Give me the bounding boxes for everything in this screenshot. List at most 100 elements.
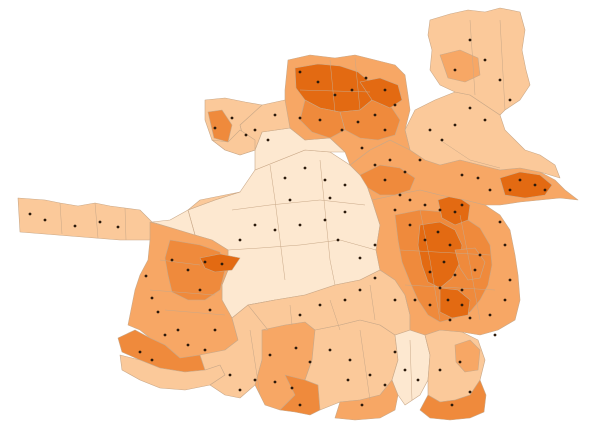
tract-centroid-dot [273,228,277,232]
tract-boundary [359,329,371,401]
tract-centroid-dot [398,193,402,197]
tract-boundary [124,207,127,241]
tract-centroid-dot [418,158,422,162]
tract-centroid-dot [416,378,420,382]
tract-boundary [404,284,496,291]
tract-centroid-dot [98,220,102,224]
tract-centroid-dot [488,313,492,317]
tract-centroids [28,38,547,407]
tract-centroid-dot [138,350,142,354]
tract-centroid-dot [428,128,432,132]
tract-centroid-dot [508,98,512,102]
tract-centroid-dot [318,118,322,122]
tract-boundary [94,202,99,239]
tract-centroid-dot [368,373,372,377]
tract-centroid-dot [244,133,248,137]
tract-centroid-dot [283,176,287,180]
tract-centroid-dot [203,260,207,264]
tract-centroid-dot [468,316,472,320]
tract-boundary [439,139,501,169]
tract-centroid-dot [438,286,442,290]
tract-centroid-dot [373,276,377,280]
tract-centroid-dot [460,173,464,177]
tract-centroid-dot [393,350,397,354]
tract-centroid-dot [186,343,190,347]
tract-polygon [199,253,241,273]
tract-boundary [354,57,361,111]
tract-centroid-dot [356,120,360,124]
tract-boundary [231,199,366,211]
tract-centroid-dot [503,243,507,247]
tract-centroid-dot [460,303,464,307]
tract-centroid-dot [458,360,462,364]
tract-centroid-dot [428,270,432,274]
tract-centroid-dot [358,288,362,292]
tract-centroid-dot [323,178,327,182]
tract-boundary [289,304,293,326]
tract-centroid-dot [230,116,234,120]
tract-boundary [164,309,226,316]
tract-boundary [59,202,63,235]
tract-centroid-dot [543,188,547,192]
tract-centroid-dot [533,183,537,187]
tract-centroid-dot [213,126,217,130]
tract-centroid-dot [203,348,207,352]
tract-centroid-dot [373,243,377,247]
tract-boundary [227,239,377,251]
tract-boundary [419,209,441,321]
tract-centroid-dot [328,348,332,352]
tract-centroid-dot [253,223,257,227]
tract-centroid-dot [440,138,444,142]
tract-centroid-dot [408,223,412,227]
tract-centroid-dot [360,403,364,407]
tract-polygon [187,191,241,211]
tract-centroid-dot [408,198,412,202]
tract-centroid-dot [266,138,270,142]
tract-centroid-dot [273,380,277,384]
tract-boundary [459,214,481,321]
tract-centroid-dot [253,128,257,132]
tract-centroid-dot [303,166,307,170]
tract-boundary [329,59,336,113]
tract-polygon [419,379,487,421]
tract-polygon [359,164,416,196]
tract-boundary [249,329,261,396]
tract-centroid-dot [336,238,340,242]
tract-centroid-dot [428,303,432,307]
tract-polygon [211,129,256,156]
tract-centroid-dot [453,123,457,127]
tract-polygon [334,379,399,421]
tract-polygon [17,197,153,241]
tract-centroid-dot [468,106,472,110]
tract-boundary [299,89,371,93]
tract-centroid-dot [318,303,322,307]
tract-centroid-dot [348,358,352,362]
tract-centroid-dot [453,210,457,214]
tract-centroid-dot [343,298,347,302]
tract-centroid-dot [238,238,242,242]
tract-polygon [439,287,471,319]
tract-centroid-dot [448,243,452,247]
tract-centroid-dot [473,268,477,272]
tract-polygon [247,269,411,336]
tract-boundary [269,164,286,281]
tract-centroid-dot [468,390,472,394]
tract-centroid-dot [298,116,302,120]
tract-centroid-dot [448,318,452,322]
tract-centroid-dot [518,178,522,182]
tract-centroid-dot [373,113,377,117]
tract-centroid-dot [360,146,364,150]
tract-centroid-dot [446,298,450,302]
tract-centroid-dot [220,262,224,266]
tract-centroid-dot [453,273,457,277]
tract-centroid-dot [213,328,217,332]
tract-centroid-dot [383,383,387,387]
tract-centroid-dot [273,113,277,117]
tract-boundary [329,299,341,331]
tract-polygon [439,49,481,83]
tract-polygon [454,339,481,373]
tract-boundary [369,284,376,321]
tract-boundary [159,259,201,266]
tract-centroid-dot [438,368,442,372]
tract-centroid-dot [116,225,120,229]
